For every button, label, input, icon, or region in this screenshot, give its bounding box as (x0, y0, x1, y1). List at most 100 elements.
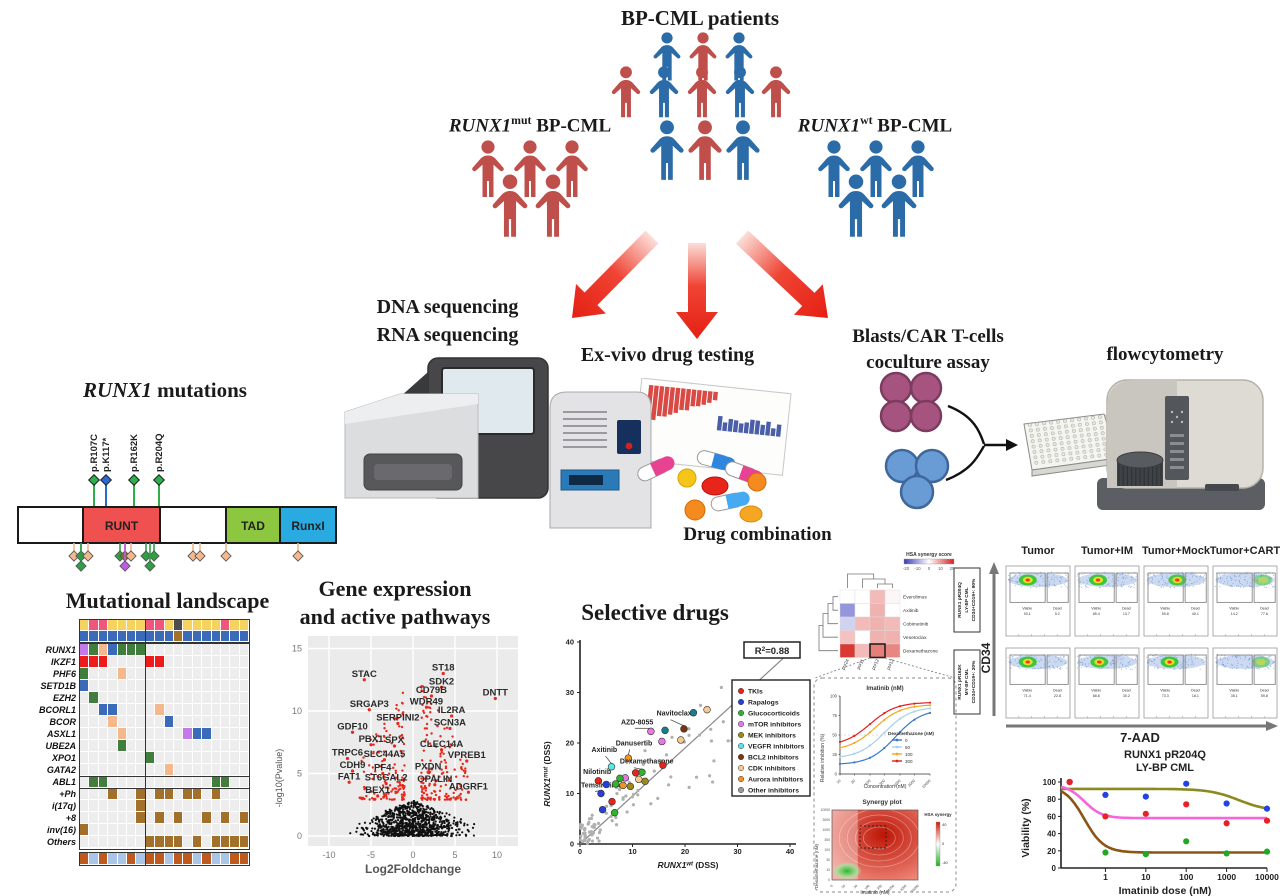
oncoprint-gene-label: inv(16) (46, 825, 76, 835)
svg-text:RUNX1wt (DSS): RUNX1wt (DSS) (658, 860, 719, 870)
svg-text:p.R107C: p.R107C (89, 434, 100, 472)
oncoprint-cell (202, 656, 211, 667)
svg-text:Imatinib (nM): Imatinib (nM) (866, 686, 903, 692)
oncoprint-cell (136, 836, 145, 847)
oncoprint-cell (89, 644, 98, 655)
oncoprint-cell (239, 740, 249, 751)
oncoprint-cell (89, 620, 98, 630)
oncoprint-cell (239, 764, 249, 775)
volcano-title-2: and active pathways (299, 604, 491, 629)
oncoprint-cell (174, 800, 183, 811)
svg-text:1000: 1000 (887, 884, 895, 892)
oncoprint-cell (164, 812, 173, 823)
oncoprint-cell (136, 740, 145, 751)
oncoprint-cell (230, 631, 239, 641)
svg-text:100: 100 (824, 848, 830, 852)
oncoprint-cell (155, 692, 164, 703)
oncoprint-cell (108, 680, 117, 691)
mut-sup: mut (511, 114, 532, 127)
oncoprint-cell (117, 752, 126, 763)
oncoprint-cell (80, 668, 89, 679)
svg-text:Viable: Viable (1091, 688, 1101, 692)
oncoprint-cell (221, 853, 230, 864)
svg-text:-20: -20 (903, 566, 910, 571)
oncoprint-cell (145, 620, 155, 630)
oncoprint-cell (239, 631, 249, 641)
svg-text:1: 1 (1103, 872, 1108, 882)
oncoprint-cell (221, 752, 230, 763)
oncoprint-cell (230, 776, 239, 787)
svg-text:pt#24: pt#24 (841, 658, 851, 671)
oncoprint-cell (174, 692, 183, 703)
oncoprint-cell (108, 788, 117, 799)
svg-text:71.4: 71.4 (1024, 694, 1031, 698)
mut-group-label: RUNX1mut BP-CML (420, 114, 640, 137)
oncoprint-cell (221, 704, 230, 715)
oncoprint-cell (155, 728, 164, 739)
oncoprint-cell (117, 812, 126, 823)
svg-text:300: 300 (876, 884, 883, 891)
oncoprint-cell (183, 631, 192, 641)
protein-title: RUNX1 mutations (55, 378, 275, 403)
svg-text:R2=0.88: R2=0.88 (755, 646, 790, 657)
oncoprint-cell (108, 644, 117, 655)
svg-text:PBX1: PBX1 (359, 734, 385, 745)
oncoprint-cell (127, 740, 136, 751)
oncoprint-cell (202, 776, 211, 787)
oncoprint-cell (239, 680, 249, 691)
svg-text:TRPC6: TRPC6 (332, 748, 363, 759)
oncoprint-cell (174, 740, 183, 751)
svg-text:50: 50 (832, 733, 837, 738)
svg-text:80: 80 (1047, 795, 1056, 804)
oncoprint-cell (98, 704, 108, 715)
oncoprint-cell (192, 824, 202, 835)
oncoprint-cell (89, 631, 98, 641)
oncoprint-cell (230, 644, 239, 655)
svg-text:GDF10: GDF10 (337, 721, 368, 732)
svg-text:93.1: 93.1 (1024, 612, 1031, 616)
oncoprint-cell (145, 853, 155, 864)
oncoprint-cell (230, 812, 239, 823)
rna-seq-label: RNA sequencing (376, 324, 519, 346)
oncoprint-cell (211, 631, 220, 641)
svg-text:AZD-8055: AZD-8055 (621, 719, 653, 726)
svg-text:Viable: Viable (1022, 606, 1032, 610)
oncoprint-cell (221, 656, 230, 667)
oncoprint-cell (80, 704, 89, 715)
oncoprint-cell (183, 800, 192, 811)
svg-text:pt#13: pt#13 (886, 658, 896, 671)
svg-text:0: 0 (1052, 864, 1057, 873)
oncoprint-cell (221, 668, 230, 679)
svg-text:18.1: 18.1 (1192, 694, 1199, 698)
oncoprint-cell (117, 656, 126, 667)
oncoprint-cell (221, 716, 230, 727)
oncoprint-cell (183, 853, 192, 864)
svg-text:0: 0 (570, 840, 574, 849)
svg-text:CD34+CD19+: 90%: CD34+CD19+: 90% (971, 578, 977, 621)
oncoprint-cell (211, 620, 220, 630)
oncoprint-cell (221, 692, 230, 703)
oncoprint-gene-label: IKZF1 (50, 657, 76, 667)
oncoprint-cell (211, 728, 220, 739)
oncoprint-cell (136, 656, 145, 667)
oncoprint-cell (230, 668, 239, 679)
oncoprint-cell (98, 836, 108, 847)
svg-text:Viable: Viable (1160, 606, 1170, 610)
svg-text:MY-BP CML: MY-BP CML (964, 669, 970, 696)
svg-text:Dead: Dead (1191, 688, 1200, 692)
svg-text:PF4: PF4 (374, 763, 392, 774)
wt-sup: wt (860, 114, 873, 127)
svg-text:Dead: Dead (1260, 606, 1269, 610)
oncoprint-cell (239, 853, 249, 864)
oncoprint-cell (174, 752, 183, 763)
svg-text:10000: 10000 (1255, 872, 1279, 882)
svg-text:Imatinib dose (nM): Imatinib dose (nM) (1119, 885, 1212, 896)
oncoprint-cell (211, 740, 220, 751)
oncoprint-cell (183, 644, 192, 655)
oncoprint-cell (211, 716, 220, 727)
oncoprint-cell (127, 644, 136, 655)
oncoprint-cell (145, 740, 155, 751)
mut-rest: BP-CML (531, 115, 612, 137)
oncoprint-cell (202, 680, 211, 691)
oncoprint-cell (221, 631, 230, 641)
